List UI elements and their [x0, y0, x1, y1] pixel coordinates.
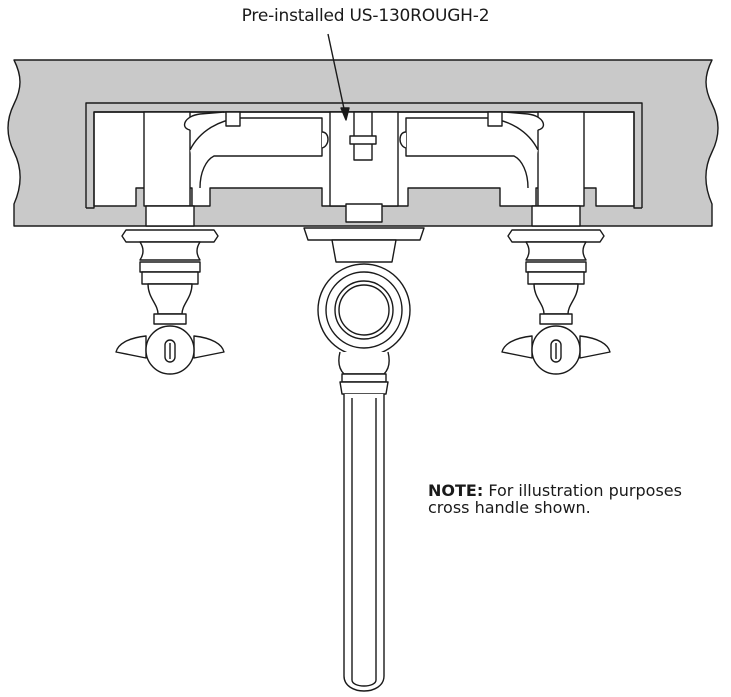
right-cross-handle [501, 205, 611, 375]
left-valve-body [143, 111, 329, 207]
note-line-1: NOTE: For illustration purposes [428, 482, 728, 499]
callout-label: Pre-installed US-130ROUGH-2 [241, 6, 490, 26]
center-spout-valve [329, 111, 399, 223]
note-line-2: cross handle shown. [428, 498, 591, 517]
spout [303, 227, 425, 692]
right-valve-body [399, 111, 585, 207]
note-label: NOTE: [428, 481, 484, 500]
note-text-1: For illustration purposes [488, 481, 682, 500]
illustration-note: NOTE: For illustration purposes cross ha… [428, 482, 728, 516]
callout-leader [327, 33, 347, 119]
left-cross-handle [115, 205, 225, 375]
callout-arrow [340, 107, 350, 121]
